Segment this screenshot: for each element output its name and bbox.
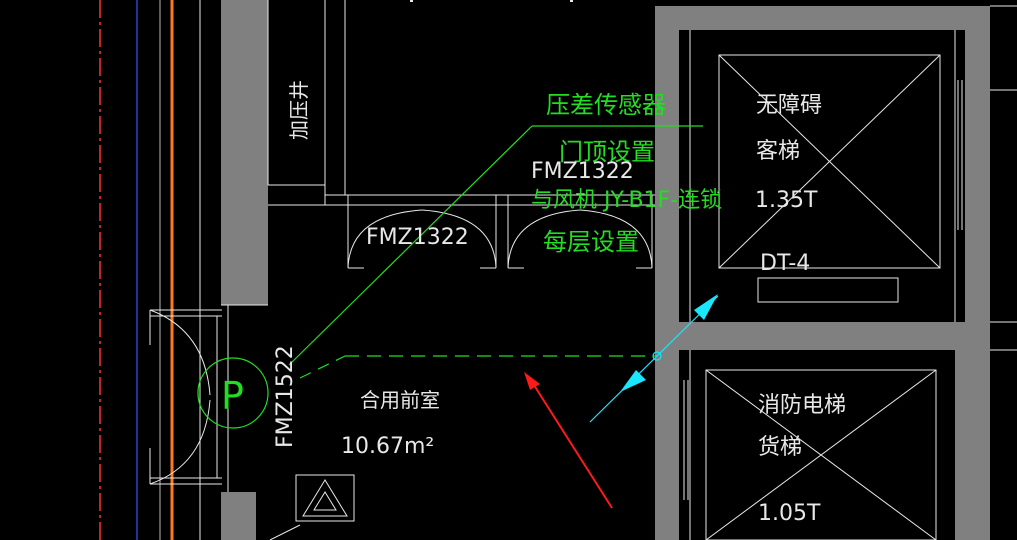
elevator1-name-line2: 客梯 <box>756 139 800 164</box>
room-area: 10.67m² <box>341 434 434 459</box>
top-dots <box>410 0 573 2</box>
wall-elevator-left-upper <box>655 30 679 322</box>
axis-lines <box>99 0 174 540</box>
door-label-left: FMZ1322 <box>366 225 469 250</box>
annotation-linework <box>197 125 703 429</box>
walls <box>221 0 990 540</box>
door-label-right: FMZ1322 <box>531 159 634 184</box>
wall-pier-left-top <box>221 0 268 305</box>
arrow-head-upper <box>694 294 718 320</box>
elevator1-code: DT-4 <box>760 251 810 276</box>
wall-elevator-left-lower <box>655 350 679 540</box>
pressure-sensor-symbol <box>197 357 269 429</box>
red-marker-arrow <box>524 372 613 509</box>
wall-elevator-middle <box>655 322 990 350</box>
elevator2-load: 1.05T <box>758 501 821 526</box>
door-label-vertical: FMZ1522 <box>273 345 298 448</box>
elevator1-name-line1: 无障碍 <box>756 93 822 118</box>
room-name: 合用前室 <box>360 388 440 412</box>
elevator2-name-line1: 消防电梯 <box>758 393 846 418</box>
cyan-leader <box>589 294 719 423</box>
wall-elevator-top <box>655 6 990 30</box>
elevator1-load: 1.35T <box>755 188 818 213</box>
arrow-head-lower <box>620 370 646 392</box>
sensor-title: 压差传感器 <box>546 91 666 119</box>
white-linework <box>149 0 1017 540</box>
wall-pier-left-bottom <box>221 492 256 540</box>
wall-elevator-right-upper <box>965 30 990 322</box>
elevator2-name-line2: 货梯 <box>758 435 802 460</box>
sensor-note-line2: 与风机 JY-B1F-连锁 <box>531 188 722 213</box>
pressurize-shaft-label: 加压井 <box>287 80 311 140</box>
sensor-symbol-letter: P <box>221 374 244 418</box>
wall-elevator-right-lower <box>955 322 990 540</box>
sensor-note-line3: 每层设置 <box>543 228 639 256</box>
sensor-note-line1: 门顶设置 <box>559 138 655 166</box>
